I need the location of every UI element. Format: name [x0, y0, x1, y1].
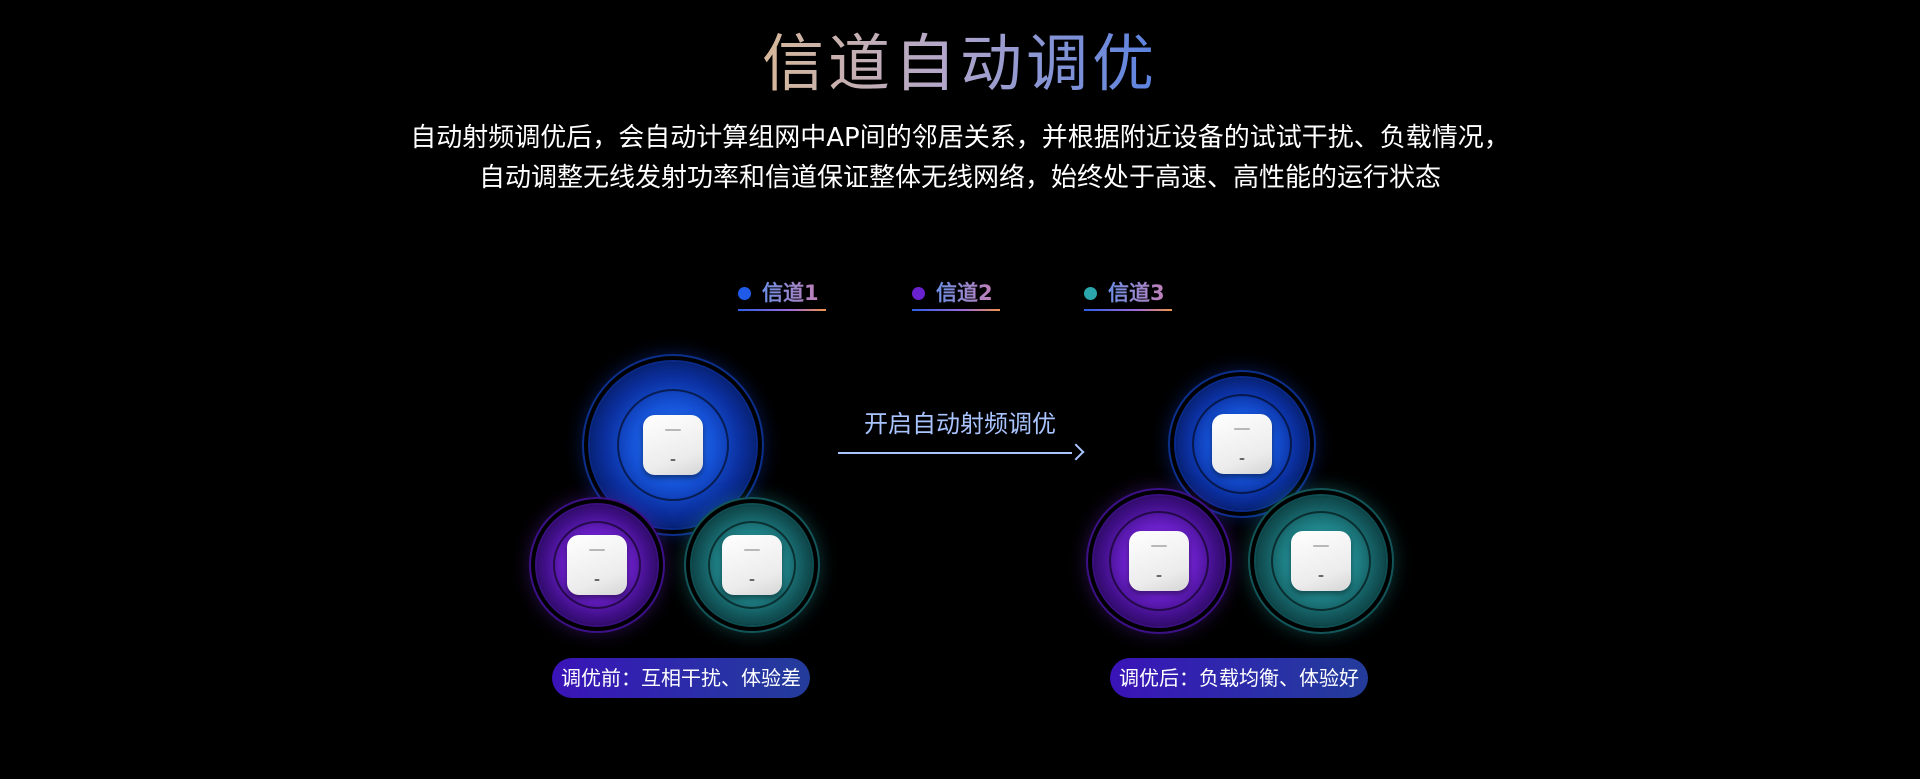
access-point-icon	[722, 535, 782, 595]
before-ap-channel-3-inner-ring	[708, 521, 796, 609]
arrow-head	[1067, 443, 1085, 461]
channel-3-label: 信道3	[1108, 278, 1165, 308]
access-point-icon	[567, 535, 627, 595]
access-point-icon	[1212, 414, 1272, 474]
after-ap-channel-1	[1176, 378, 1308, 510]
channel-3-dot	[1084, 287, 1097, 300]
before-ap-channel-1	[590, 362, 756, 528]
access-point-icon	[1291, 531, 1351, 591]
channel-2-underline	[912, 309, 1000, 311]
after-caption: 调优后：负载均衡、体验好	[1110, 658, 1368, 698]
after-ap-channel-1-inner-ring	[1192, 394, 1292, 494]
description-line-2: 自动调整无线发射功率和信道保证整体无线网络，始终处于高速、高性能的运行状态	[478, 163, 1441, 193]
channel-2-label: 信道2	[936, 278, 993, 308]
before-ap-channel-3	[692, 505, 812, 625]
channel-3-underline	[1084, 309, 1172, 311]
access-point-icon	[643, 415, 703, 475]
legend-item-channel-1: 信道1	[738, 278, 826, 311]
before-ap-channel-1-inner-ring	[617, 389, 729, 501]
page-title: 信道自动调优	[761, 27, 1158, 100]
before-ap-channel-2-inner-ring	[553, 521, 641, 609]
after-ap-channel-2-inner-ring	[1109, 511, 1209, 611]
before-caption: 调优前：互相干扰、体验差	[552, 658, 810, 698]
legend-item-channel-2: 信道2	[912, 278, 1000, 311]
arrow-label: 开启自动射频调优	[864, 410, 1056, 438]
channel-1-dot	[738, 287, 751, 300]
channel-1-underline	[738, 309, 826, 311]
description-line-1: 自动射频调优后，会自动计算组网中AP间的邻居关系，并根据附近设备的试试干扰、负载…	[410, 123, 1510, 153]
before-ap-channel-2	[537, 505, 657, 625]
after-ap-channel-3	[1256, 496, 1386, 626]
after-ap-channel-3-inner-ring	[1271, 511, 1371, 611]
legend-item-channel-3: 信道3	[1084, 278, 1172, 311]
after-ap-channel-2	[1094, 496, 1224, 626]
access-point-icon	[1129, 531, 1189, 591]
description: 自动射频调优后，会自动计算组网中AP间的邻居关系，并根据附近设备的试试干扰、负载…	[0, 118, 1920, 198]
channel-1-label: 信道1	[762, 278, 819, 308]
arrow-shaft	[838, 452, 1072, 454]
channel-2-dot	[912, 287, 925, 300]
